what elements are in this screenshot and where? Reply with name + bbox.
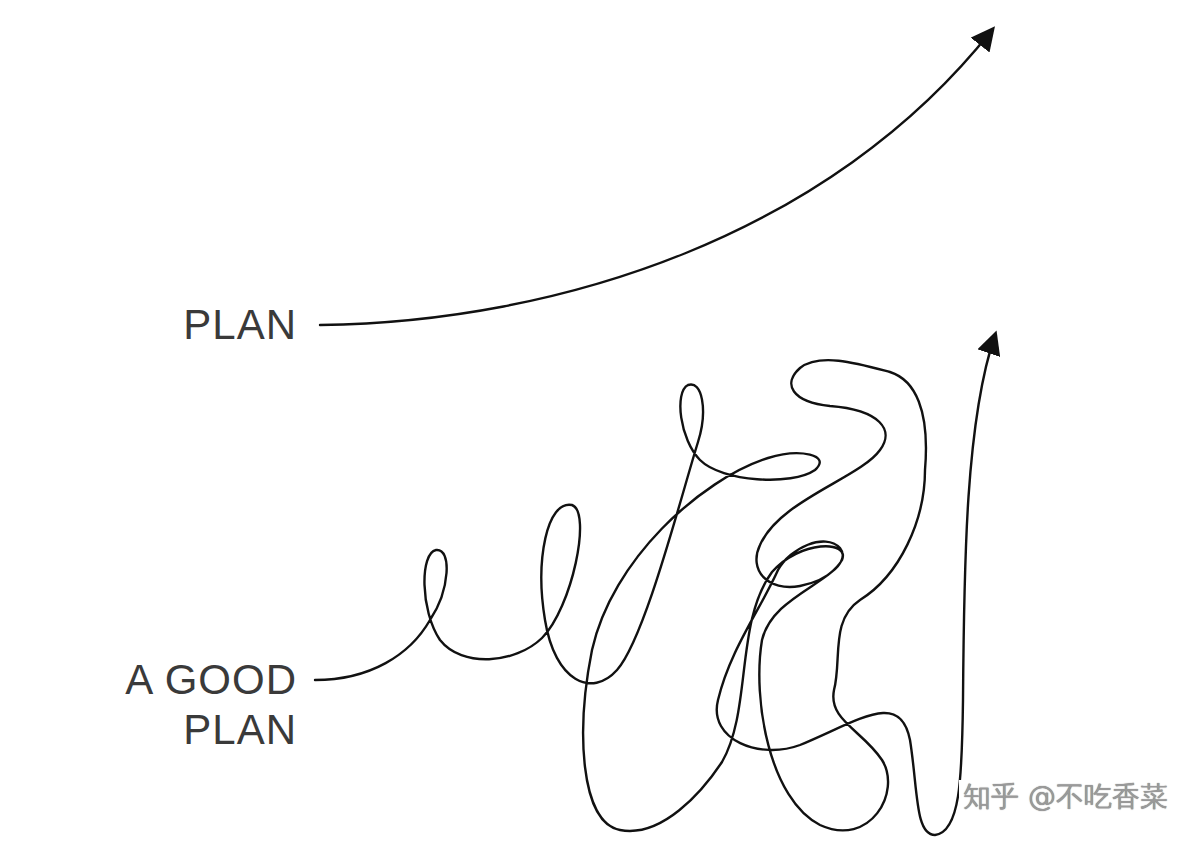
scribble-plan-arrow (315, 335, 995, 835)
straight-plan-arrow (320, 30, 992, 325)
handwritten-label: PLAN (117, 300, 297, 350)
watermark: 知乎 @不吃香菜 (959, 780, 1172, 814)
handwritten-label: A GOOD PLAN (117, 655, 297, 755)
